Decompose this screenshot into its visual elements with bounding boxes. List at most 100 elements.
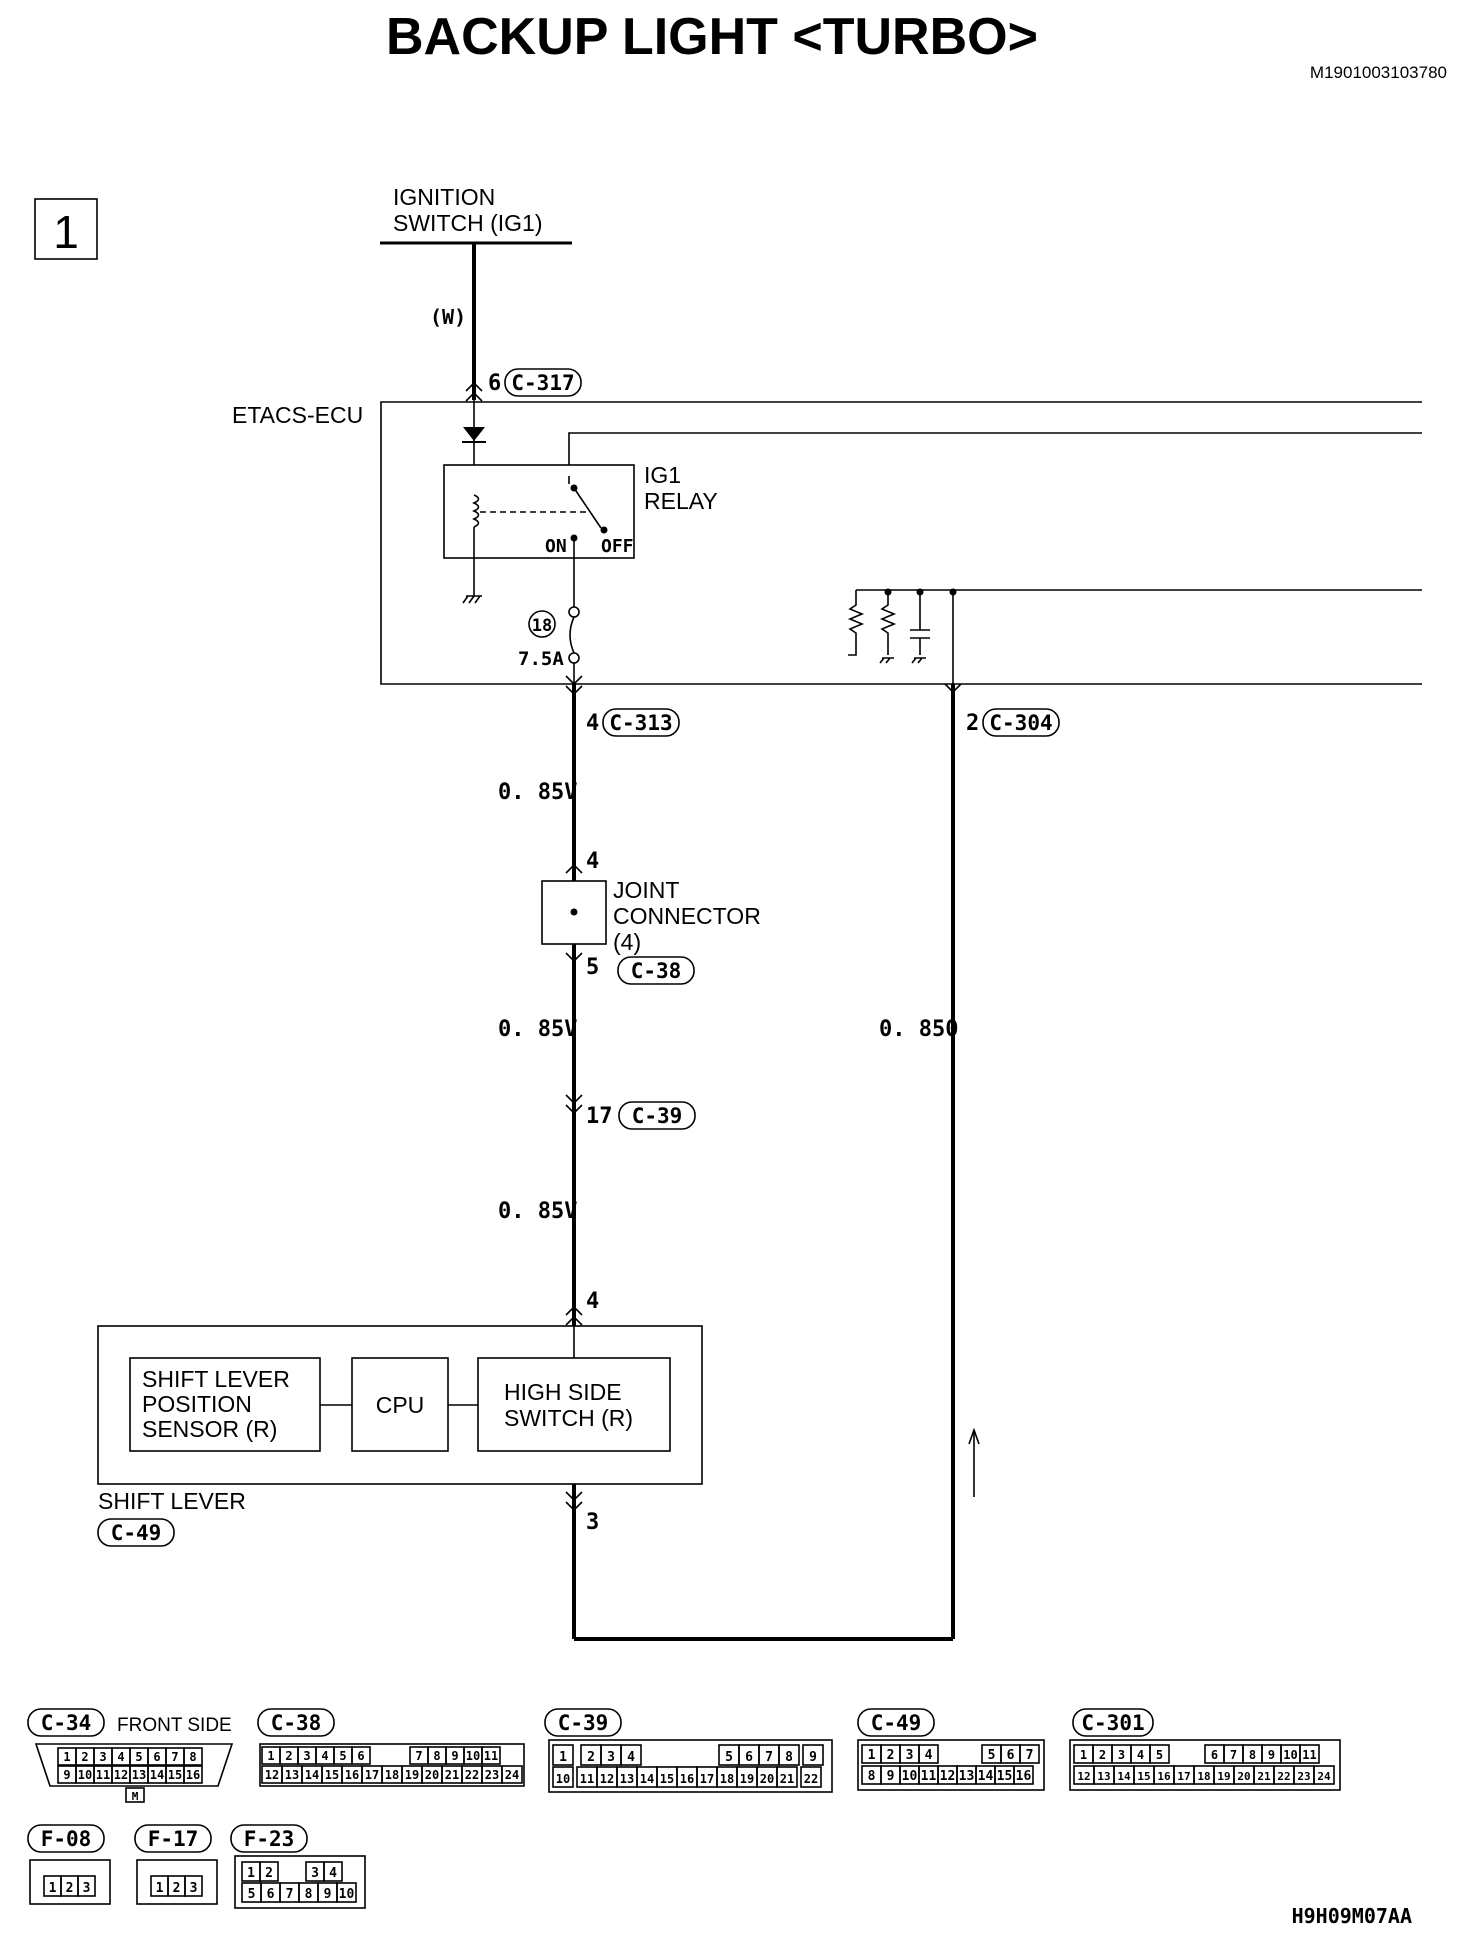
connector-pin-label: 24 (1317, 1770, 1331, 1783)
connector-pin-label: 3 (83, 1881, 91, 1896)
connector-pin-label: 1 (49, 1881, 57, 1896)
connector-pin-cell (481, 1746, 501, 1765)
connector-frame (234, 1855, 366, 1909)
joint-pin-in: 4 (586, 849, 599, 874)
shift-pin-in: 4 (586, 1289, 599, 1314)
connector-pin-label: 10 (1283, 1748, 1297, 1762)
connector-pin-label: 9 (1268, 1748, 1275, 1762)
connector-pin-cell (323, 1861, 343, 1882)
connector-c317-badge (504, 368, 582, 397)
connector-mark-joint-out (565, 952, 583, 963)
connector-pin-cell (800, 1766, 822, 1788)
connector-mark-c313 (565, 675, 583, 696)
connector-pin-label: 3 (190, 1881, 198, 1896)
shift-lever-label: SHIFT LEVER (98, 1488, 246, 1514)
connector-pin-label: 6 (1007, 1748, 1015, 1763)
connector-pin-label: 6 (267, 1887, 275, 1902)
connector-pin-cell (259, 1861, 279, 1882)
connector-frame (29, 1859, 111, 1905)
connector-pin-label: 1 (868, 1748, 876, 1763)
connector-pin-label: 1 (559, 1750, 567, 1765)
connector-pin-label: 21 (445, 1768, 459, 1782)
figure-id: H9H09M07AA (1292, 1904, 1412, 1928)
connector-pin-label: 10 (339, 1887, 355, 1902)
etacs-ecu-box (380, 401, 1422, 685)
joint-pin-out: 5 (586, 955, 599, 980)
connector-pin-label: 22 (1277, 1770, 1290, 1783)
connector-pin-label: 13 (620, 1772, 634, 1786)
connector-pin-cell (183, 1765, 203, 1784)
cpu-box (351, 1357, 449, 1452)
left-wire-pin: 4 (586, 711, 599, 736)
connector-pin-label: 23 (485, 1768, 499, 1782)
connector-pin-cell (1149, 1744, 1170, 1764)
connector-pin-label: 3 (607, 1750, 615, 1765)
connector-c38-badge (617, 956, 695, 985)
connector-pin-label: 13 (959, 1769, 975, 1784)
connector-pin-label: 8 (305, 1887, 313, 1902)
conn-c39v-name: C-39 (558, 1711, 609, 1735)
connector-mark-c317 (465, 381, 483, 402)
document-id: M1901003103780 (1310, 63, 1447, 82)
connector-pin-label: 21 (780, 1772, 794, 1786)
connector-pin-label: 5 (725, 1750, 733, 1765)
conn-c34-name: C-34 (41, 1711, 92, 1735)
connector-pin-label: 4 (925, 1748, 933, 1763)
connector-pin-label: 2 (1099, 1748, 1106, 1762)
connector-pin-label: 12 (940, 1769, 956, 1784)
connector-pin-label: 20 (425, 1768, 439, 1782)
connector-pin-label: 5 (135, 1750, 142, 1764)
diode-icon (463, 427, 485, 441)
connector-frame (1069, 1739, 1341, 1791)
connector-pin-label: 3 (303, 1749, 310, 1763)
connector-pin-label: 1 (247, 1866, 255, 1881)
conn-c34-mark-box (125, 1787, 145, 1803)
connector-pin-label: 13 (285, 1768, 299, 1782)
relay-label-1: IG1 (644, 462, 681, 488)
connector-mark-joint-in (565, 863, 583, 874)
connector-frame (548, 1739, 833, 1793)
connector-pin-label: 15 (1137, 1770, 1150, 1783)
connector-pin-label: 23 (1297, 1770, 1310, 1783)
conn-c49v-name: C-49 (871, 1711, 922, 1735)
connector-pin-label: 6 (357, 1749, 364, 1763)
connector-pin-label: 14 (978, 1769, 994, 1784)
shift-pin-out: 3 (586, 1510, 599, 1535)
connector-pin-label: 9 (63, 1768, 70, 1782)
connector-pin-cell (351, 1746, 371, 1765)
connector-pin-label: 6 (153, 1750, 160, 1764)
conn-c34-mark: M (132, 1790, 139, 1803)
connector-pin-label: 3 (906, 1748, 914, 1763)
conn-f08-badge (27, 1824, 105, 1853)
conn-c38-name: C-38 (271, 1711, 322, 1735)
connector-frame (259, 1743, 525, 1787)
connector-pin-label: 18 (1197, 1770, 1210, 1783)
connector-pin-label: 11 (96, 1768, 110, 1782)
connector-pin-label: 2 (173, 1881, 181, 1896)
connector-pin-label: 14 (1117, 1770, 1131, 1783)
connector-pin-label: 8 (785, 1750, 793, 1765)
connector-c304: C-304 (989, 711, 1052, 735)
connector-pin-label: 10 (466, 1749, 480, 1763)
page-index: 1 (53, 206, 79, 258)
connector-c304-badge (982, 708, 1060, 737)
connector-pin-label: 12 (265, 1768, 279, 1782)
high-side-switch-box (477, 1357, 671, 1452)
etacs-ecu-label: ETACS-ECU (232, 402, 363, 428)
connector-pin-label: 4 (329, 1866, 337, 1881)
connector-pin-cell (620, 1744, 642, 1766)
cpu-label: CPU (376, 1392, 425, 1418)
connector-c313-badge (602, 708, 680, 737)
connector-pin-label: 12 (600, 1772, 614, 1786)
connector-pin-label: 19 (1217, 1770, 1230, 1783)
connector-mark-c39 (565, 1094, 583, 1115)
connector-pin-label: 13 (132, 1768, 146, 1782)
ignition-label-2: SWITCH (IG1) (393, 210, 543, 236)
connector-pin-label: 15 (325, 1768, 339, 1782)
connector-pin-cell (336, 1882, 357, 1903)
joint-label-3: (4) (613, 929, 641, 955)
relay-coil-icon (472, 494, 480, 528)
